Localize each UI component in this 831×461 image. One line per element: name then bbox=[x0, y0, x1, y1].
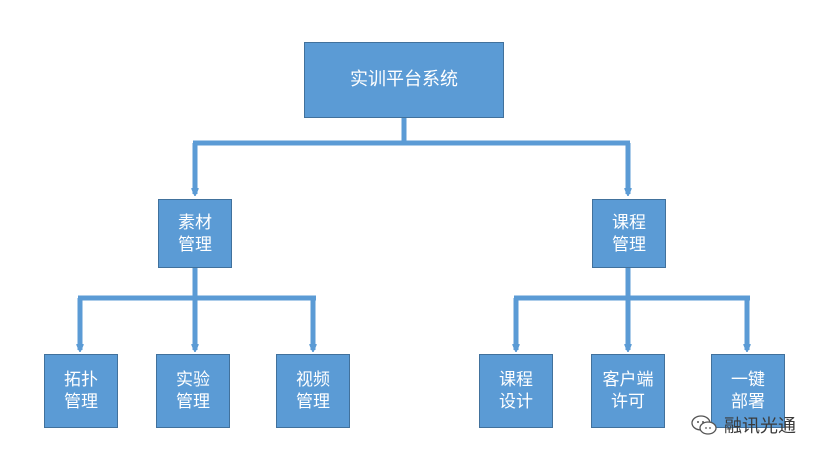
root-label: 实训平台系统 bbox=[350, 69, 458, 90]
node-line2: 管理 bbox=[612, 234, 646, 255]
node-course-management: 课程管理 bbox=[592, 199, 666, 268]
node-line2: 部署 bbox=[731, 392, 765, 412]
node-line2: 设计 bbox=[499, 392, 533, 412]
node-course-design: 课程设计 bbox=[479, 354, 553, 428]
watermark-text: 融讯光通 bbox=[724, 416, 796, 437]
node-line1: 实验 bbox=[176, 370, 210, 390]
node-line1: 素材 bbox=[178, 212, 212, 233]
node-topology-management: 拓扑管理 bbox=[44, 354, 118, 428]
node-line2: 管理 bbox=[64, 392, 98, 412]
node-line1: 课程 bbox=[612, 212, 646, 233]
node-line2: 管理 bbox=[296, 392, 330, 412]
node-line1: 课程 bbox=[499, 370, 533, 390]
watermark: 融讯光通 bbox=[690, 410, 830, 440]
node-video-management: 视频管理 bbox=[276, 354, 350, 428]
node-line2: 管理 bbox=[178, 234, 212, 255]
node-client-license: 客户端许可 bbox=[591, 354, 665, 428]
node-line1: 视频 bbox=[296, 370, 330, 390]
node-line1: 客户端 bbox=[602, 370, 654, 390]
node-experiment-management: 实验管理 bbox=[156, 354, 230, 428]
node-line2: 管理 bbox=[176, 392, 210, 412]
node-line1: 一键 bbox=[731, 370, 765, 390]
node-one-click-deploy: 一键部署 bbox=[711, 354, 785, 428]
wechat-icon bbox=[691, 415, 717, 435]
root-node: 实训平台系统 bbox=[304, 42, 504, 118]
node-line1: 拓扑 bbox=[64, 370, 98, 390]
node-material-management: 素材管理 bbox=[158, 199, 232, 268]
node-line2: 许可 bbox=[611, 392, 645, 412]
